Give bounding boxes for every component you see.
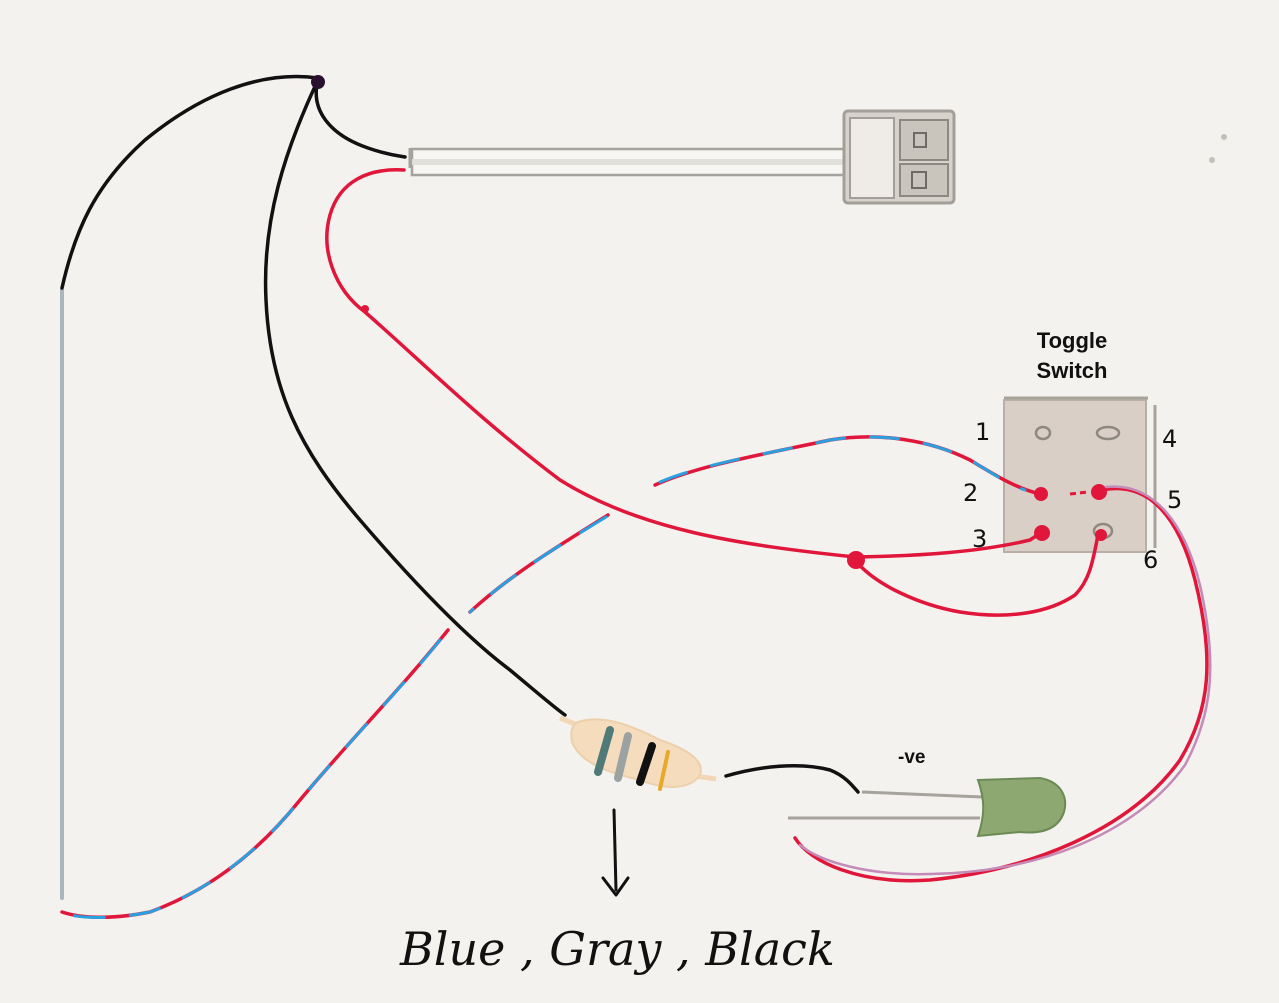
led xyxy=(788,776,1067,838)
pin-label-5: 5 xyxy=(1167,486,1182,514)
switch-pin-4 xyxy=(1095,425,1121,441)
toggle-switch xyxy=(1003,396,1157,553)
led-negative-label: -ve xyxy=(898,747,925,768)
decor-dot xyxy=(1209,157,1215,163)
led-lead-top xyxy=(861,790,983,799)
black-wire-resistor-to-led xyxy=(724,763,860,794)
blue-dash-pin2-arc xyxy=(658,435,1027,492)
led-body xyxy=(976,776,1067,838)
tube-component xyxy=(408,109,956,205)
resistor-band-gold xyxy=(658,750,670,791)
resistor-band-gray xyxy=(614,732,632,782)
red-junction xyxy=(847,551,865,569)
pin-label-1: 1 xyxy=(975,418,990,446)
switch-pin-2-5-link xyxy=(1069,490,1089,496)
toggle-switch-title-line1: Toggle xyxy=(1037,328,1107,353)
arrow-down-icon xyxy=(601,808,630,897)
decor-dot xyxy=(1221,134,1227,140)
red-wire-junction-to-pin6 xyxy=(853,533,1100,617)
pin-label-6: 6 xyxy=(1143,546,1158,574)
black-wire-left-arc xyxy=(60,74,320,290)
red-wire-bottom-left xyxy=(60,628,450,919)
resistor-band-blue xyxy=(594,726,614,776)
black-wire-to-resistor xyxy=(263,78,567,717)
switch-pin-3 xyxy=(1034,525,1050,541)
pin-label-3: 3 xyxy=(972,525,987,553)
resistor xyxy=(559,715,717,791)
blue-dash-bottom-left xyxy=(64,638,442,919)
red-wire-tube-to-switch xyxy=(325,168,1044,559)
resistor-color-caption: Blue , Gray , Black xyxy=(399,922,835,976)
switch-pin-5 xyxy=(1091,484,1107,500)
red-wire-pin5-to-led xyxy=(793,486,1209,883)
resistor-band-black xyxy=(636,742,656,786)
toggle-switch-title-line2: Switch xyxy=(1037,358,1108,383)
red-dot-small xyxy=(361,305,369,313)
wire-junction xyxy=(311,75,325,89)
switch-pin-1 xyxy=(1034,425,1052,441)
pin-label-4: 4 xyxy=(1162,425,1177,453)
blue-dash-diagonal xyxy=(468,515,608,614)
pink-wire-pin5-to-led xyxy=(798,485,1212,876)
switch-pin-2 xyxy=(1034,487,1048,501)
black-wire-to-tube xyxy=(314,78,407,159)
pin-label-2: 2 xyxy=(963,479,978,507)
switch-pin-6 xyxy=(1095,529,1107,541)
